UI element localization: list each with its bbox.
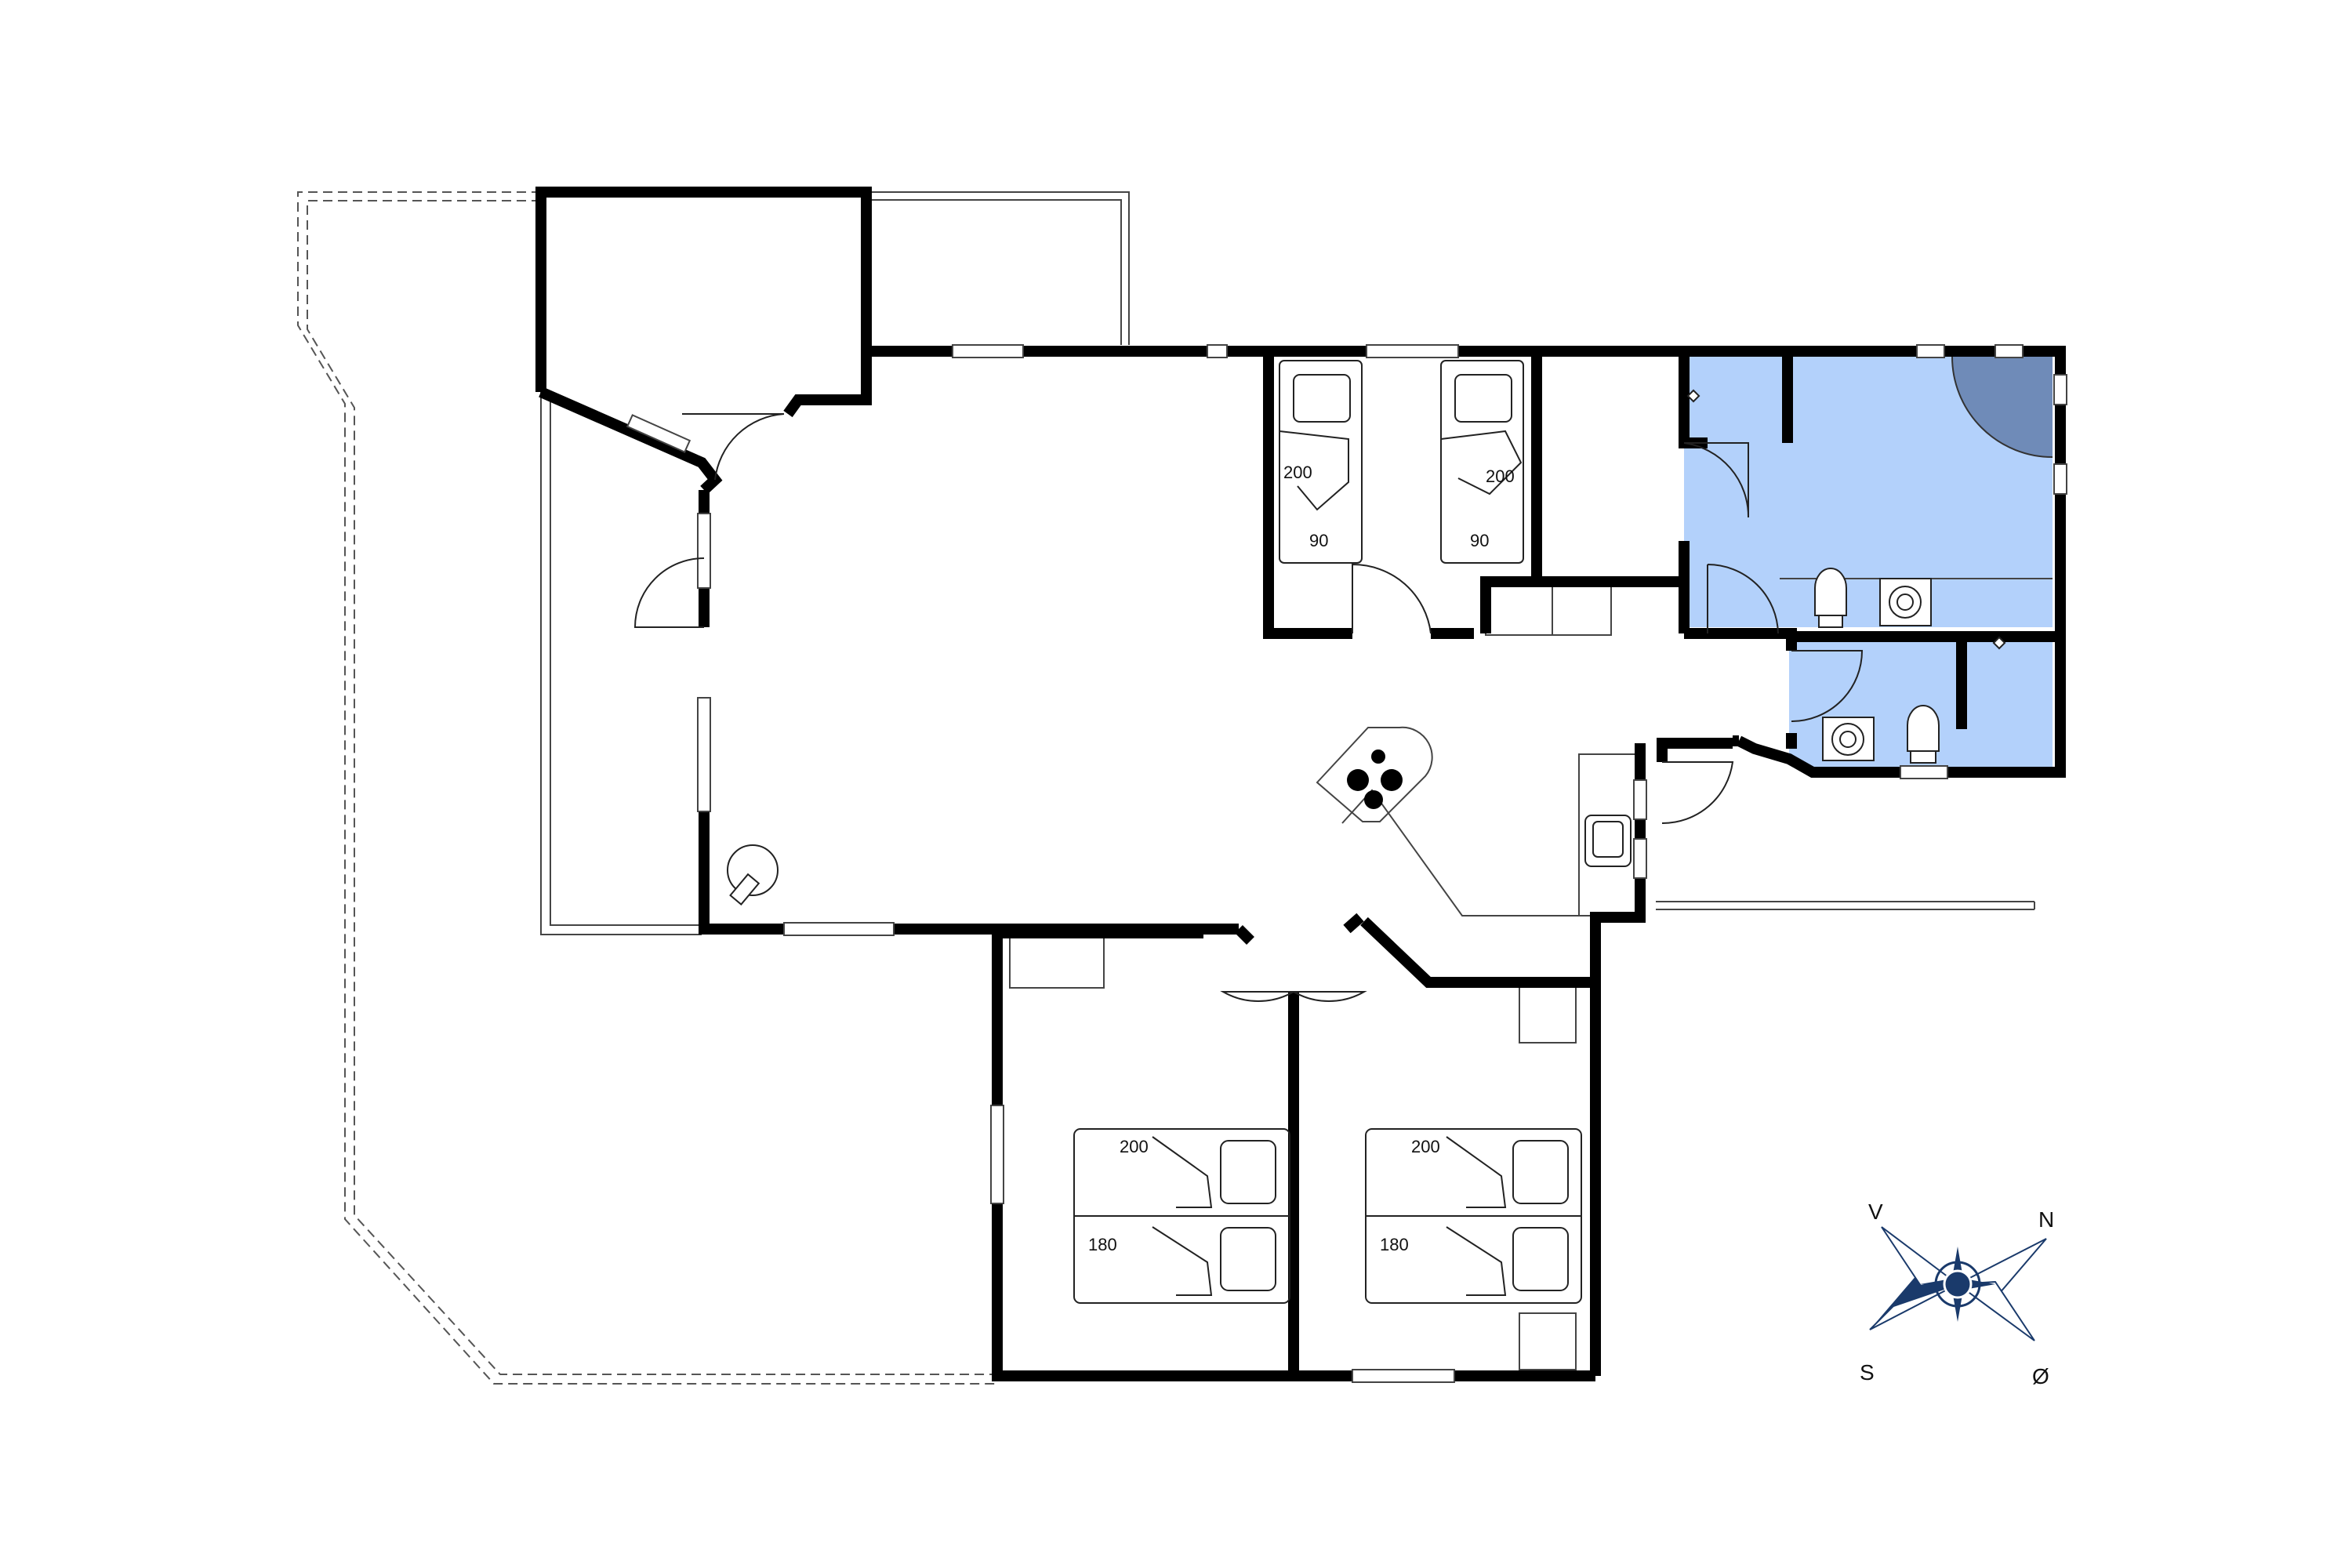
window xyxy=(697,697,711,812)
stove-burner xyxy=(1381,769,1403,791)
toilet xyxy=(1814,568,1847,616)
kitchen-fixtures xyxy=(727,750,1632,906)
window xyxy=(1900,765,1948,779)
bed-length-label: 200 xyxy=(1120,1137,1149,1156)
windows xyxy=(626,344,2067,1383)
window xyxy=(783,922,895,936)
window xyxy=(952,344,1024,358)
bed-labels: 200 90 200 90 200 180 200 180 xyxy=(1088,463,1515,1254)
window xyxy=(1633,779,1647,820)
double-beds xyxy=(1073,1128,1582,1304)
wood-stove xyxy=(727,844,779,896)
window xyxy=(697,513,711,589)
shower-corner xyxy=(1952,357,2053,457)
kitchen-sink xyxy=(1584,815,1632,867)
bathroom-areas xyxy=(1684,356,2053,771)
compass-label-south: S xyxy=(1860,1360,1875,1385)
bathroom-fixtures xyxy=(1686,389,2006,764)
window xyxy=(990,1105,1004,1204)
compass-rose: V N S Ø xyxy=(1860,1200,2054,1388)
window xyxy=(1207,344,1228,358)
bed-width-label: 90 xyxy=(1309,531,1328,550)
compass-label-north: N xyxy=(2038,1207,2054,1232)
window xyxy=(626,414,691,453)
stove-burner xyxy=(1347,769,1369,791)
stove-burner xyxy=(1364,790,1383,809)
kids-beds xyxy=(1279,360,1524,564)
window xyxy=(2053,463,2067,495)
bed-length-label: 200 xyxy=(1283,463,1312,482)
window xyxy=(1916,344,1945,358)
bed-width-label: 90 xyxy=(1470,531,1489,550)
compass-label-west: V xyxy=(1868,1200,1883,1224)
bed-width-label: 180 xyxy=(1088,1235,1117,1254)
window xyxy=(1352,1369,1455,1383)
window xyxy=(2053,374,2067,405)
window xyxy=(1633,838,1647,879)
terrace-outline xyxy=(297,191,996,1385)
bed-length-label: 200 xyxy=(1411,1137,1440,1156)
bed-width-label: 180 xyxy=(1380,1235,1409,1254)
stove-burner xyxy=(1371,750,1385,764)
toilet xyxy=(1907,705,1940,752)
window xyxy=(1994,344,2024,358)
bed-length-label: 200 xyxy=(1486,466,1515,486)
window xyxy=(1366,344,1459,358)
doors xyxy=(633,413,1864,1003)
compass-label-east: Ø xyxy=(2032,1364,2049,1388)
